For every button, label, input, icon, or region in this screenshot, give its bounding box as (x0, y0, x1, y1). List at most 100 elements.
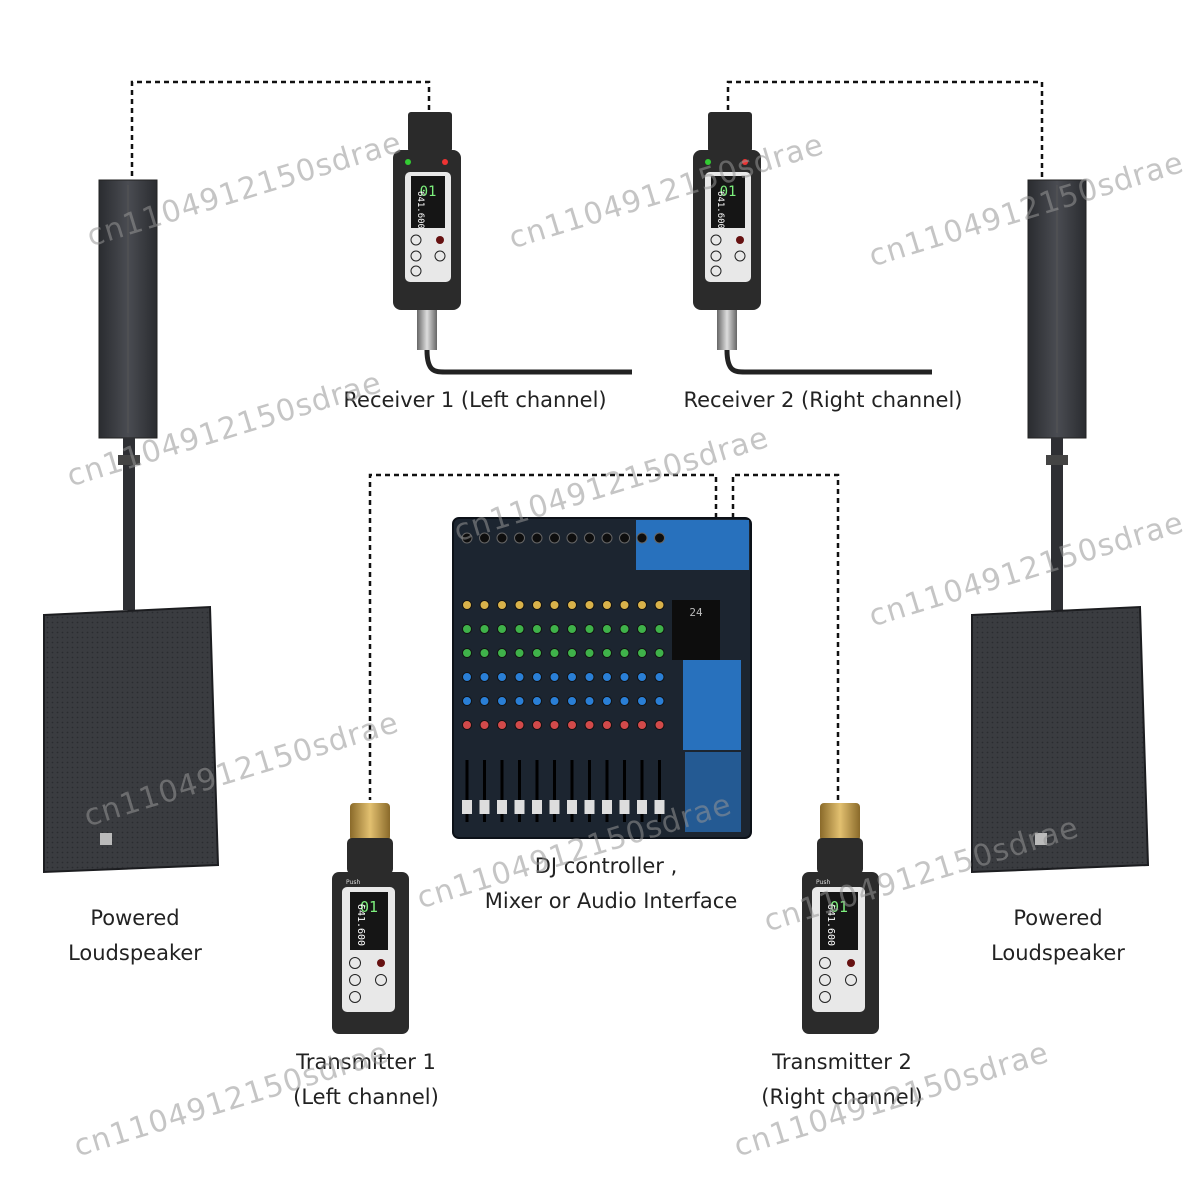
input-jack (531, 532, 543, 544)
antenna-icon (724, 349, 932, 375)
speaker-pole (123, 438, 135, 610)
mixer-knob (567, 600, 577, 610)
fader-cap (532, 800, 542, 814)
input-jack (584, 532, 595, 544)
mixer-knob (567, 672, 577, 682)
mixer-knob (532, 720, 542, 730)
button-icon (377, 959, 385, 967)
button-icon (710, 265, 722, 277)
mixer-knob (602, 720, 612, 730)
mixer-knob (637, 696, 647, 706)
xlr-connector-icon (708, 112, 752, 152)
transmitter2-label-line2: (Right channel) (761, 1085, 923, 1109)
fader-track (483, 760, 486, 822)
receiver2-channel-text: 01 (720, 184, 737, 200)
input-jack (461, 532, 473, 544)
button-icon (710, 250, 722, 262)
fader-track (605, 760, 609, 822)
mixer-knob (514, 600, 525, 610)
button-icon (434, 250, 446, 262)
mixer-knob (619, 600, 630, 610)
input-jack (496, 532, 508, 544)
input-jack (601, 532, 613, 544)
button-icon (436, 236, 444, 244)
mixer-knob (584, 720, 595, 730)
button-icon (819, 974, 831, 986)
mixer-knob (602, 672, 612, 682)
connection-receiver2-to-right-speaker (726, 80, 1044, 180)
right-speaker-label-line2: Loudspeaker (991, 941, 1125, 965)
mixer-knob (514, 720, 525, 730)
mixer-knob (462, 672, 472, 682)
receiver1-freq-text: 641.600 (415, 191, 425, 229)
receiver1-channel-text: 01 (420, 184, 437, 200)
antenna-icon (424, 349, 632, 375)
button-icon (410, 234, 422, 246)
mixer-label-line1: DJ controller , (534, 854, 678, 878)
fader-cap (479, 800, 490, 814)
mixer-knob (584, 600, 595, 610)
mixer-knob (462, 720, 472, 730)
mixer-knob (567, 624, 577, 634)
button-icon (349, 957, 361, 969)
input-jack (619, 532, 630, 544)
button-icon (410, 265, 422, 277)
fader-track (570, 760, 574, 822)
button-icon (845, 974, 857, 986)
subwoofer (971, 605, 1150, 874)
fader-track (658, 760, 661, 822)
transmitter2-label-line1: Transmitter 2 (772, 1050, 912, 1074)
fader-cap (654, 800, 665, 814)
mixer-knob (584, 672, 595, 682)
button-icon (349, 974, 361, 986)
connection-receiver1-to-left-speaker (130, 80, 431, 180)
fader-cap (584, 800, 595, 814)
receiver-1-device: 01 641.600 (393, 112, 632, 375)
transmitter-2-device: Push 01 641.600 (802, 803, 879, 1034)
left-speaker-label-line2: Loudspeaker (68, 941, 202, 965)
connection-mixer-to-transmitter2 (731, 473, 840, 800)
mixer-knob (479, 648, 490, 658)
mixer-knob (479, 696, 490, 706)
transmitter1-top-text: Push (346, 879, 360, 886)
mixer-knob (532, 648, 542, 658)
mixer-knob (462, 696, 472, 706)
mixer-knob (619, 696, 630, 706)
input-jack (549, 532, 560, 544)
mixer-knob (479, 672, 490, 682)
mixer-knob (514, 648, 525, 658)
fader-track (535, 760, 539, 822)
mixer-knob (637, 600, 647, 610)
transmitter2-freq-text: 641.600 (825, 904, 836, 946)
mixer-knob (619, 624, 630, 634)
button-icon (734, 250, 746, 262)
mixer-knob (619, 720, 630, 730)
mixer-knob (532, 696, 542, 706)
fader-track (640, 760, 644, 822)
button-icon (349, 991, 361, 1003)
transmitter2-channel-text: 01 (830, 898, 848, 916)
mixer-knob (462, 624, 472, 634)
mixer-knob (497, 696, 507, 706)
mixer-knob (567, 648, 577, 658)
mixer-knob (602, 648, 612, 658)
receiver2-freq-text: 641.600 (715, 191, 725, 229)
mixer-knob (654, 648, 665, 658)
transmitter-1-device: Push 01 641.600 (332, 803, 409, 1034)
input-jack (654, 532, 665, 544)
mixer-knob (497, 648, 507, 658)
mixer-knob (619, 648, 630, 658)
mixer-label-line2: Mixer or Audio Interface (484, 889, 738, 913)
mixer-knob (619, 672, 630, 682)
right-powered-loudspeaker (971, 179, 1150, 874)
mixer-knob (532, 600, 542, 610)
mixer-knob (479, 720, 490, 730)
mixer-knob (567, 696, 577, 706)
mixer-knob (462, 648, 472, 658)
button-icon (819, 991, 831, 1003)
mixer-knob (637, 672, 647, 682)
mixer-knob (654, 672, 665, 682)
left-speaker-label-line1: Powered (90, 906, 180, 930)
receiver-2-device: 01 641.600 (693, 112, 932, 375)
speaker-pole (1051, 438, 1063, 610)
